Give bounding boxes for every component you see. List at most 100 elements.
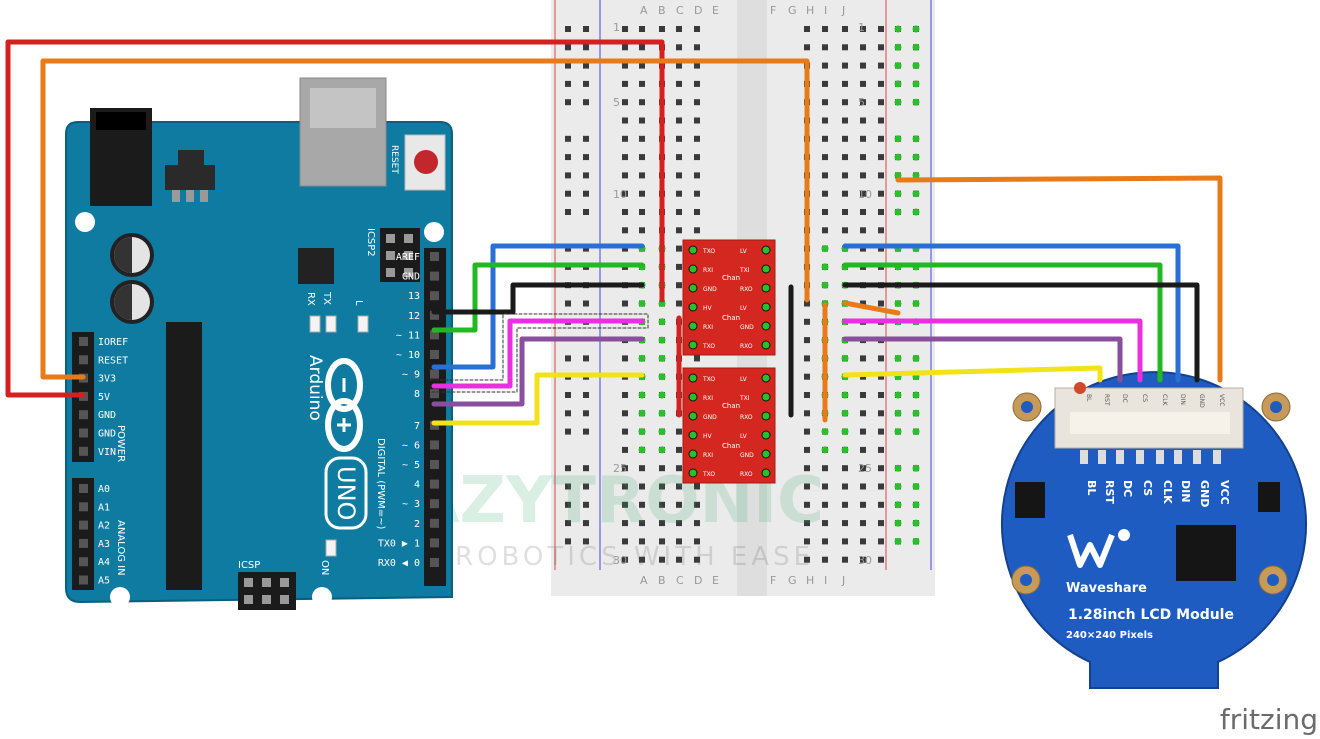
breadboard-hole [565,26,571,32]
breadboard-hole [583,135,589,142]
breadboard-hole [842,209,848,215]
rail-hole-active [912,80,920,88]
power-pin-label: IOREF [98,337,128,348]
rail-hole-active [894,80,902,88]
breadboard-hole [565,44,571,51]
digital-pin-label: 12 [408,311,420,322]
breadboard-hole [676,117,682,124]
breadboard-hole-active [658,318,666,326]
breadboard-hole [583,538,589,545]
arduino-brand: Arduino [305,355,325,421]
shifter-pin [761,340,771,350]
wire-green-clk [842,262,1163,383]
lcd-connector-pin-label: VCC [1218,394,1225,406]
breadboard-hole [639,538,645,545]
breadboard-hole [622,117,628,124]
breadboard-hole [878,62,884,69]
breadboard-hole [639,501,645,508]
breadboard-column-label: I [824,4,827,17]
shifter-pin-label: RXO [740,286,753,293]
breadboard-hole [878,501,884,508]
breadboard-hole [878,154,884,161]
shifter-pin-label: RXI [703,452,713,459]
pad-hole [1270,401,1282,413]
breadboard-hole [694,355,700,362]
shifter-pin-label: LV [740,305,748,312]
breadboard-hole-active [841,354,849,362]
digital-label: DIGITAL (PWM=~) [375,438,386,529]
breadboard-hole [878,520,884,527]
breadboard-hole-active [821,428,829,436]
power-pin-socket [79,446,88,456]
analog-pin-socket [79,557,88,567]
on-label: ON [319,560,330,575]
wire-yellow-rst [842,365,1103,383]
breadboard-hole [860,483,866,490]
breadboard-hole [878,446,884,453]
breadboard-column-label: I [824,574,827,587]
breadboard-row-number: 30 [613,554,627,567]
breadboard-hole [842,520,848,527]
breadboard-hole [878,428,884,435]
shifter-pin [688,245,698,255]
breadboard-hole [676,190,682,197]
board-pcb [65,121,453,604]
shifter-pin [761,468,771,478]
breadboard-column-label: C [676,574,684,587]
digital-pin-label: 8 [414,389,420,400]
breadboard-hole [676,44,682,51]
analog-pin-socket [79,575,88,585]
digital-pin-socket [430,558,439,567]
lcd-pin-label: DC [1121,480,1134,497]
lcd-pin-label: CLK [1161,480,1174,504]
breadboard-hole [860,99,866,106]
breadboard-hole-active [658,409,666,417]
icsp2-label: ICSP2 [365,228,376,257]
digital-pin-socket [430,350,439,359]
shifter-pin-label: TXO [702,248,715,255]
digital-pin-label: TX0 ▶ 1 [378,538,420,549]
wire-red-5v [5,39,665,398]
breadboard-hole [565,154,571,161]
digital-pin-socket [430,271,439,281]
breadboard-hole-active [638,409,646,417]
level-shifter-module: TXORXIGNDHVRXITXOLVTXIRXOLVGNDRXOChanCha… [682,367,776,484]
shifter-pin [761,430,771,440]
breadboard-hole [694,483,700,490]
breadboard-hole [860,117,866,124]
breadboard-hole-active [638,391,646,399]
shifter-pin [761,302,771,312]
header-pin [262,595,271,604]
breadboard-hole [583,190,589,197]
rail-hole-active [912,153,920,161]
breadboard-hole [878,355,884,362]
analog-pin-label: A1 [98,502,110,513]
analog-pin-socket [79,502,88,512]
breadboard-hole [676,538,682,545]
breadboard-hole [822,190,828,197]
lcd-header-pin [1174,450,1182,464]
breadboard-hole [804,520,810,527]
arduino-logo-icon [325,358,363,452]
breadboard-hole [860,300,866,307]
lcd-connector-pin-label: CS [1141,394,1148,402]
breadboard-hole [659,556,665,563]
breadboard-hole [842,465,848,472]
breadboard-hole [622,465,628,472]
breadboard-hole [804,392,810,398]
digital-pin-socket [430,330,439,340]
breadboard-hole [878,209,884,215]
power-label: POWER [115,425,126,462]
power-pin-label: RESET [98,355,128,366]
breadboard-hole [639,80,645,87]
breadboard-holes [565,25,920,563]
digital-pin-label: ~ 9 [402,370,420,381]
breadboard-row-number: 25 [613,462,627,475]
breadboard-hole [842,80,848,87]
breadboard-hole [878,44,884,51]
shifter-chan-label: Chan [722,442,740,450]
breadboard-hole [842,135,848,142]
digital-pin-label: ~ 3 [402,499,420,510]
